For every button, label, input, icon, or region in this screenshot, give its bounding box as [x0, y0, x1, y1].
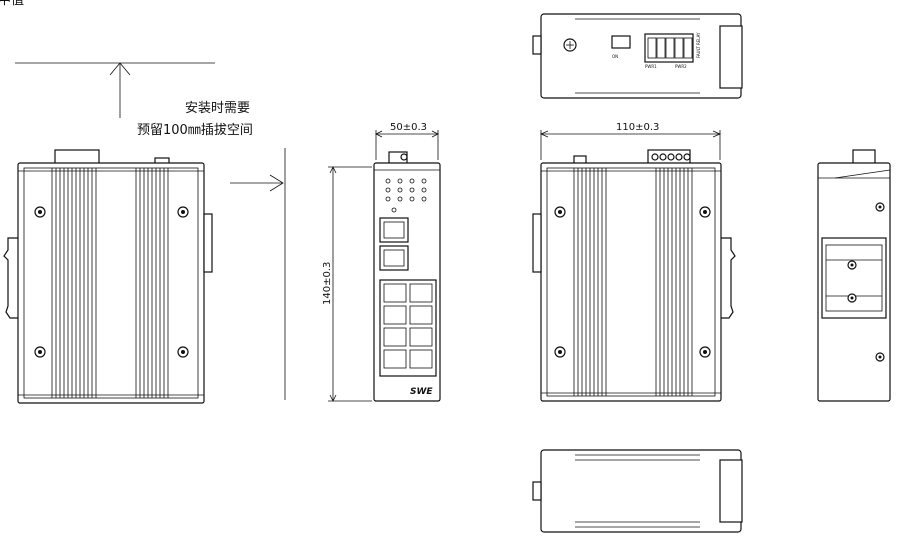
brand-logo: SWE [410, 387, 433, 397]
bottom-view [532, 449, 743, 533]
bottom-body [540, 449, 742, 533]
right-din-clip [721, 237, 736, 319]
right-side-view: 110±0.3 [532, 122, 736, 402]
side-fins-right [135, 168, 169, 398]
dip-switch-label: ON [612, 54, 618, 59]
corner-text: 中值 [0, 0, 24, 8]
dip-switch [611, 35, 631, 49]
right-fins-left [573, 168, 607, 396]
terminal-label-left: PWR1 [645, 64, 657, 69]
bottom-side-tab [532, 481, 542, 501]
depth-dimension-label: 110±0.3 [616, 122, 659, 133]
clearance-arrow-head [109, 62, 131, 76]
rj45-ports [379, 279, 437, 377]
left-side-view: 安装时需要 预留100㎜插拔空间 [3, 62, 286, 404]
right-body [540, 162, 722, 402]
din-rail-mount [821, 237, 887, 319]
bottom-end-cap [719, 459, 743, 523]
side-body [17, 162, 205, 404]
top-view: ON PWR1 PWR2 FAULT RELAY [532, 13, 743, 99]
front-view: 50±0.3 140±0.3 [322, 122, 441, 402]
top-side-tab [532, 35, 542, 55]
top-connector-block [54, 149, 100, 165]
right-side-bump [532, 213, 542, 273]
top-end-cap [719, 25, 743, 89]
height-dimension-label: 140±0.3 [322, 262, 333, 305]
sfp-ports [379, 217, 409, 271]
led-indicators [385, 178, 427, 213]
insertion-arrow-head [269, 174, 284, 192]
top-body [540, 13, 742, 99]
right-fins-right [655, 168, 693, 396]
din-rail-clip [3, 237, 18, 319]
front-ground-screw [400, 153, 408, 161]
side-body-inner [23, 167, 199, 399]
clearance-note-line2: 预留100㎜插拔空间 [137, 123, 253, 138]
side-screws [34, 206, 189, 358]
clearance-note-line1: 安装时需要 [185, 101, 250, 116]
width-dimension-label: 50±0.3 [390, 122, 427, 133]
terminal-label-right: PWR2 [675, 64, 687, 69]
side-fins-left [51, 168, 97, 398]
rear-top-knob [852, 149, 876, 165]
side-port-bump [203, 213, 213, 273]
rear-view [817, 149, 891, 402]
fault-relay-label: FAULT RELAY [696, 32, 701, 58]
right-screws [554, 206, 711, 358]
power-terminal-block [644, 33, 694, 63]
